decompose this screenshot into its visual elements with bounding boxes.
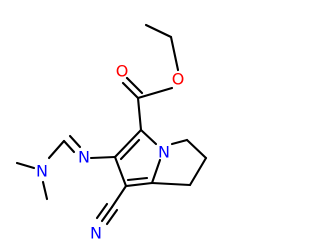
- bond-layer: [15, 23, 208, 226]
- bond-c2-n-imine: [89, 155, 117, 160]
- canvas-background: [0, 0, 250, 250]
- bond-c2-c3-double-1: [113, 128, 143, 159]
- bond-cn-triple-2: [95, 202, 109, 220]
- bond-methyl-ch2: [144, 23, 173, 39]
- bond-carbonyl-c-o-double-2: [125, 76, 144, 95]
- atom-label-o-carbonyl: O: [116, 62, 129, 81]
- bond-n-imine-ch-double-1: [62, 139, 76, 154]
- bond-c7a-c1-double-1: [124, 181, 154, 188]
- bond-n-amine-methyl-down: [41, 180, 49, 201]
- bond-c3-n4: [139, 128, 158, 146]
- bond-o-ester-carbonyl-c: [136, 86, 174, 100]
- bond-c7-c7a: [150, 181, 192, 187]
- bond-c1-cn: [110, 184, 128, 209]
- bond-c6-c7: [188, 156, 208, 187]
- bond-ch-n-amine: [47, 139, 66, 160]
- molecule-structure: O O N N N N: [0, 0, 250, 250]
- bond-c1-c2: [113, 155, 128, 188]
- atom-label-n-nitrile: N: [90, 224, 102, 243]
- bond-c7a-c1-double-2: [126, 176, 149, 182]
- bond-cn-triple-3: [105, 208, 119, 226]
- bond-n4-c5: [170, 138, 189, 146]
- atom-label-n-imine: N: [78, 148, 90, 167]
- bond-n-amine-methyl-left: [15, 161, 36, 170]
- bond-carbonyl-c-o-double-1: [121, 81, 140, 100]
- atom-label-n-ring: N: [158, 143, 170, 162]
- bond-c5-c6: [185, 138, 208, 160]
- atom-label-n-amine: N: [36, 162, 48, 181]
- bond-cn-triple-1: [100, 205, 114, 223]
- bond-c2-c3-double-2: [119, 138, 141, 161]
- atom-label-layer: O O N N N N: [36, 62, 184, 243]
- atom-label-o-ester: O: [172, 70, 185, 89]
- bond-carbonyl-c-ring: [136, 96, 143, 132]
- bond-n4-c7a: [150, 158, 162, 185]
- bond-n-imine-ch-double-2: [68, 134, 82, 149]
- bond-ch2-o-ester: [169, 35, 180, 72]
